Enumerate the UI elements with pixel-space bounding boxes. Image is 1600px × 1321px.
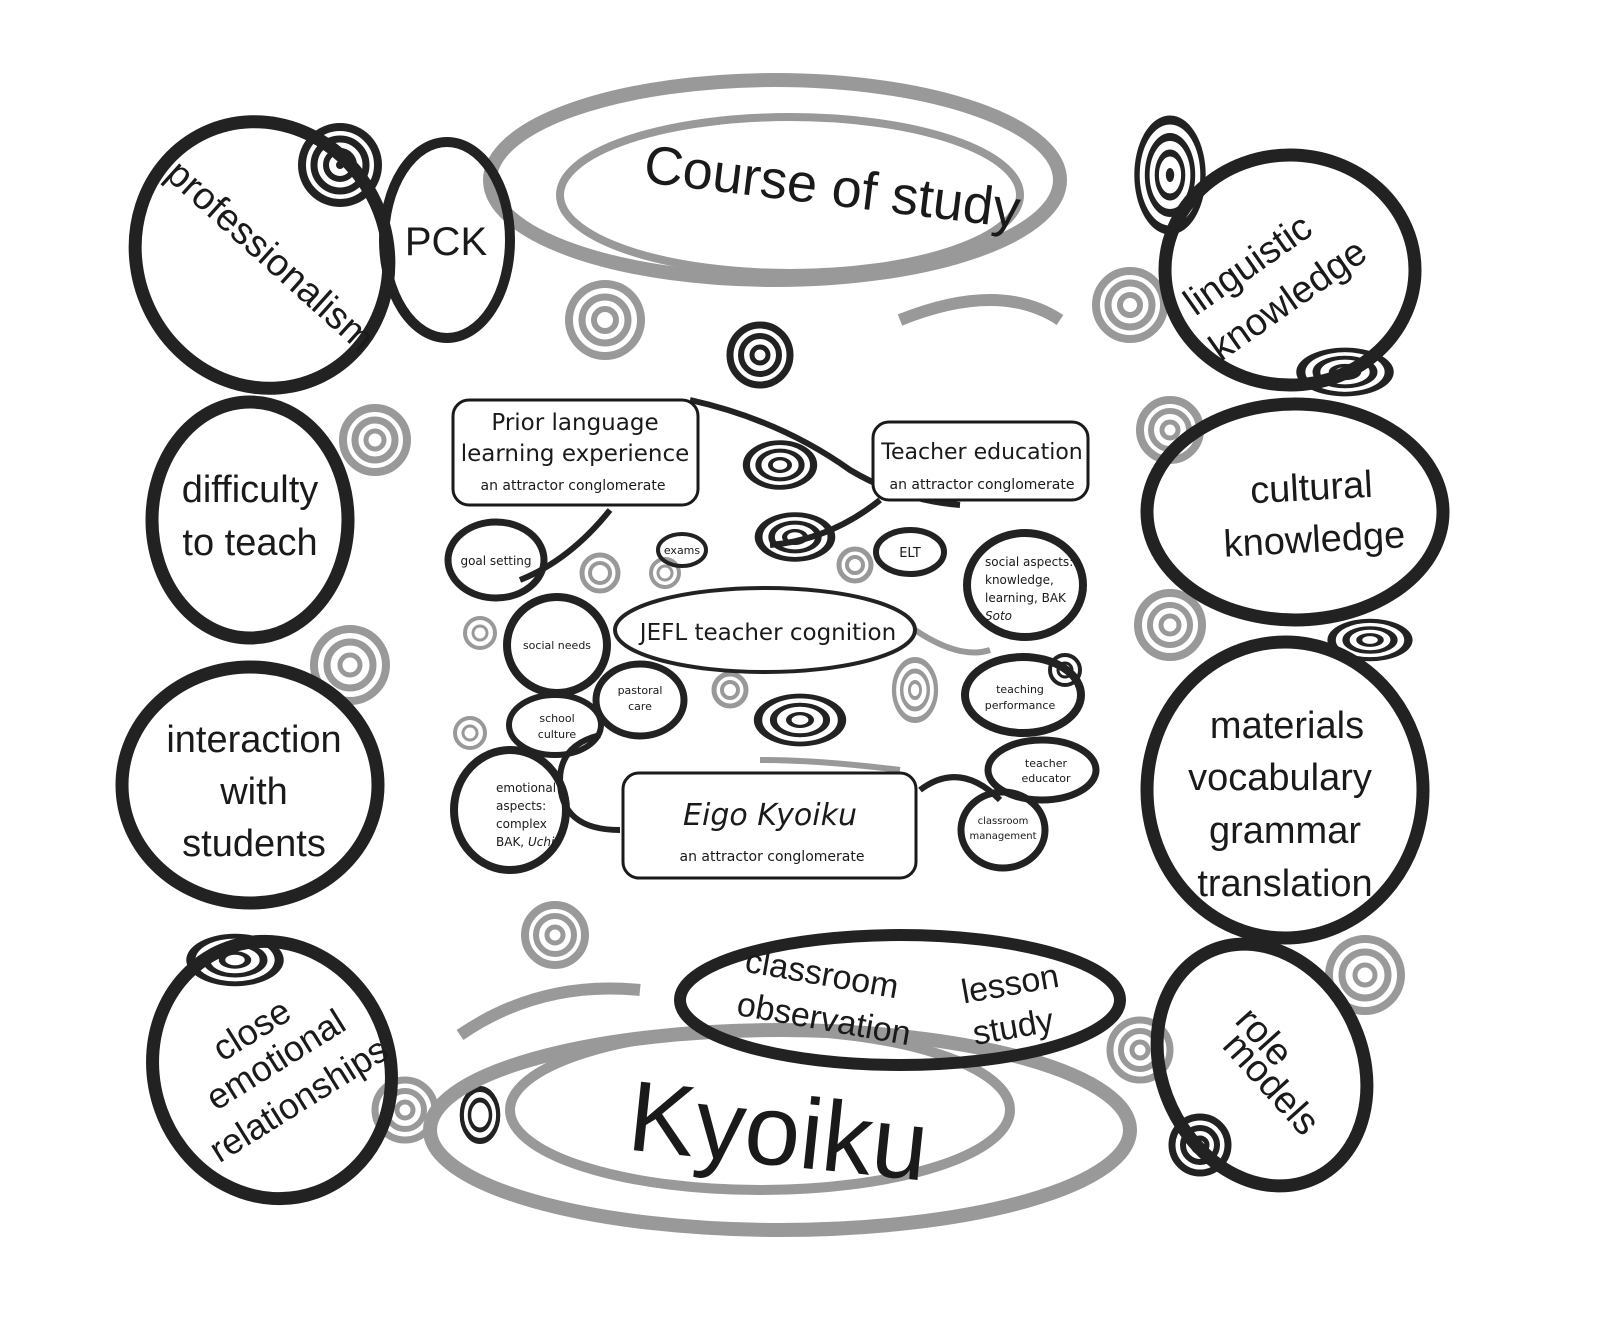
emotional-bak: BAK, [496, 835, 528, 849]
decorative-spirals [186, 115, 1413, 1177]
eigo-kyoiku-box: Eigo Kyoiku an attractor conglomerate [621, 771, 918, 880]
social-aspects-3: learning, BAK [985, 591, 1067, 605]
spiral-icon [891, 657, 939, 723]
goal-setting-label: goal setting [460, 554, 531, 568]
prior-subtitle: an attractor conglomerate [481, 478, 666, 494]
difficulty-ring [145, 395, 355, 645]
interaction-ring [115, 660, 385, 910]
spiral-icon [463, 616, 497, 650]
spiral-icon [836, 546, 874, 584]
teaching-label-2: performance [985, 699, 1056, 712]
grammar-label: grammar [1209, 810, 1361, 852]
cognition-label: JEFL teacher cognition [638, 620, 896, 646]
social-aspects-4: Soto [985, 609, 1012, 623]
role-models-ring [1150, 937, 1374, 1193]
pck-ring [379, 137, 515, 343]
course-of-study-swirl [483, 73, 1067, 326]
vocabulary-label: vocabulary [1188, 757, 1372, 799]
spiral-icon [453, 716, 487, 750]
cultural-knowledge-ring [1140, 397, 1450, 627]
inner-labels: goal setting exams ELT social aspects: k… [460, 544, 1073, 849]
school-label-2: culture [538, 728, 577, 741]
students-label: students [182, 823, 326, 865]
spiral-icon [1134, 115, 1206, 235]
social-aspects-1: social aspects: [985, 555, 1073, 569]
difficulty-label: difficulty [182, 469, 319, 511]
interaction-label: interaction [166, 719, 341, 761]
school-label-1: school [539, 712, 574, 725]
spiral-icon [1092, 267, 1168, 343]
teacher-ed-title: Teacher education [880, 440, 1083, 465]
emotional-uchi: Uchi [528, 835, 555, 849]
eigo-title: Eigo Kyoiku [683, 798, 857, 833]
pastoral-label-1: pastoral [618, 684, 663, 697]
spiral-icon [339, 404, 411, 476]
spiral-icon [565, 280, 645, 360]
teaching-label-1: teaching [996, 683, 1044, 696]
spiral-icon [711, 671, 749, 709]
prior-language-box: Prior language learning experience an at… [451, 398, 700, 507]
prior-title-1: Prior language [491, 410, 658, 436]
emotional-aspects-1: emotional [496, 781, 556, 795]
with-label: with [219, 771, 288, 813]
professionalism-label: professionalism [158, 152, 382, 360]
materials-ring [1140, 635, 1430, 945]
teacher-ed-subtitle: an attractor conglomerate [890, 477, 1075, 493]
kyoiku-swirl [423, 982, 1137, 1237]
spiral-icon [459, 1086, 501, 1144]
spiral-icon [726, 321, 794, 389]
classroom-management-1: classroom [978, 816, 1029, 827]
eigo-subtitle: an attractor conglomerate [680, 849, 865, 865]
linguistic-knowledge-ring [1158, 148, 1422, 392]
social-needs-label: social needs [523, 639, 591, 652]
spiral-icon [753, 693, 847, 747]
cultural-knowledge-label: knowledge [1223, 514, 1407, 565]
exams-label: exams [664, 544, 701, 557]
close-emotional-ring [146, 934, 398, 1206]
materials-label: materials [1210, 705, 1364, 747]
professionalism-ring [128, 115, 396, 395]
classroom-lesson-ring [674, 929, 1126, 1071]
elt-label: ELT [899, 546, 921, 561]
teacher-educator-2: educator [1021, 772, 1071, 785]
to-teach-label: to teach [182, 522, 317, 564]
outer-rings [115, 115, 1450, 1206]
spiral-icon [310, 625, 390, 705]
inner-rings [444, 518, 1100, 874]
pastoral-label-2: care [628, 700, 652, 713]
spiral-icon [1134, 589, 1206, 661]
classroom-management-2: management [970, 831, 1037, 842]
cultural-label: cultural [1249, 464, 1374, 512]
teacher-educator-1: teacher [1025, 757, 1068, 770]
prior-title-2: learning experience [461, 441, 690, 467]
cognition-ring [613, 586, 917, 674]
translation-label: translation [1197, 863, 1372, 905]
spiral-icon [1325, 935, 1405, 1015]
spiral-icon [1327, 618, 1413, 662]
course-of-study-label: Course of study [641, 134, 1024, 240]
spiral-icon [521, 901, 589, 969]
spiral-icon [742, 440, 818, 490]
emotional-aspects-2: aspects: [496, 799, 546, 813]
spiral-icon [579, 552, 621, 594]
emotional-aspects-3: complex [496, 817, 547, 831]
social-aspects-2: knowledge, [985, 573, 1054, 587]
teacher-education-box: Teacher education an attractor conglomer… [871, 420, 1090, 502]
emotional-aspects-4: BAK, Uchi [496, 835, 555, 849]
pck-label: PCK [405, 220, 488, 264]
